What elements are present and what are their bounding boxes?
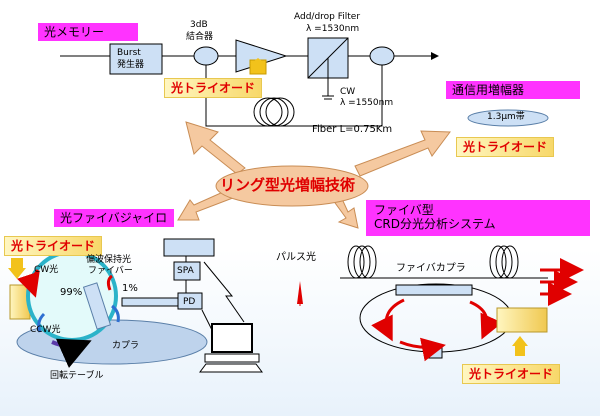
ccw-light-label: CCW光 bbox=[30, 325, 61, 335]
scope-box bbox=[163, 238, 215, 257]
coupler-label: 3dB bbox=[190, 20, 208, 30]
amp-triode-label: 光トライオード bbox=[456, 137, 555, 157]
cw-light-label: CW光 bbox=[34, 265, 59, 275]
fiber-coupler-box bbox=[395, 284, 473, 296]
pd-input-fiber bbox=[121, 297, 179, 307]
filter-label: Add/drop Filter bbox=[294, 12, 361, 22]
band-ellipse bbox=[467, 109, 549, 127]
crd-ring-arrows bbox=[371, 298, 503, 362]
gyro-title: 光ファイバジャイロ bbox=[54, 209, 174, 227]
amp-band-label: 1.3μm帯 bbox=[487, 112, 525, 122]
cw-label: CW bbox=[340, 87, 356, 97]
pct-99-label: 99% bbox=[60, 287, 83, 298]
crd-triode-arrow bbox=[512, 336, 528, 346]
pct-1-label: 1% bbox=[122, 283, 138, 294]
orange-arrows bbox=[177, 121, 451, 229]
computer-monitor bbox=[211, 323, 253, 353]
center-ellipse bbox=[215, 165, 369, 207]
pulse-shape bbox=[297, 281, 303, 304]
coupler-3db bbox=[193, 46, 219, 66]
polarization-fiber bbox=[82, 282, 112, 330]
computer-keyboard bbox=[199, 363, 263, 373]
center-title: リング型光増幅技術 bbox=[220, 176, 356, 194]
memory-title: 光メモリー bbox=[38, 23, 138, 41]
burst-label: Burst bbox=[117, 48, 141, 58]
fiber-length-label: Fiber L=0.75Km bbox=[312, 124, 393, 135]
spa-label: SPA bbox=[177, 266, 194, 276]
coupler-right bbox=[369, 46, 395, 66]
spa-box bbox=[173, 261, 201, 281]
rotating-table-label: 回転テーブル bbox=[50, 371, 104, 381]
pulse-label: パルス光 bbox=[276, 252, 316, 263]
gyro-triode-arrow bbox=[8, 268, 26, 279]
gyro-triode-label: 光トライオード bbox=[4, 236, 103, 256]
crd-triode-block bbox=[496, 307, 548, 333]
coupler-label-2: 結合器 bbox=[186, 32, 214, 42]
pd-label: PD bbox=[183, 297, 196, 307]
fiber-coupler-label: ファイバカプラ bbox=[396, 263, 466, 274]
pol-fiber-label-2: ファイバー bbox=[88, 266, 133, 276]
crd-title: ファイバ型 bbox=[374, 203, 434, 217]
filter-wavelength: λ =1530nm bbox=[306, 24, 360, 34]
output-arrows bbox=[540, 258, 584, 306]
crd-triode-label: 光トライオード bbox=[462, 364, 561, 384]
burst-generator-box bbox=[109, 43, 163, 75]
pol-fiber-label: 偏波保持光 bbox=[86, 255, 132, 265]
amp-title: 通信用増幅器 bbox=[446, 81, 580, 99]
crd-title-2: CRD分光分析システム bbox=[374, 217, 496, 231]
burst-label-2: 発生器 bbox=[117, 60, 145, 70]
rotation-arrow bbox=[51, 338, 92, 368]
gyro-coupler-label: カプラ bbox=[112, 341, 140, 351]
signal-lightning bbox=[203, 261, 245, 323]
memory-triode-label: 光トライオード bbox=[164, 78, 263, 98]
cw-wavelength: λ =1550nm bbox=[340, 98, 394, 108]
